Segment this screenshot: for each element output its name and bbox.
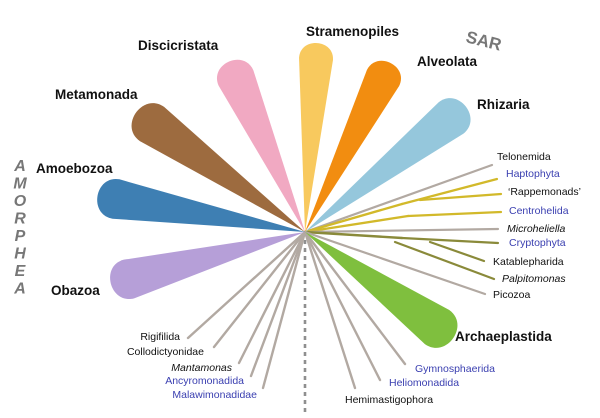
branch-gymnosphaerida	[303, 230, 407, 366]
wedge-label-metamonada: Metamonada	[55, 87, 138, 102]
branch-label-palpitomonas: Palpitomonas	[502, 273, 566, 285]
branch-label-heliomonadida: Heliomonadida	[389, 377, 459, 389]
branch-cryptista-stem	[303, 230, 404, 240]
branch-mantamonas	[237, 230, 307, 365]
branch-label-collodictyonidae: Collodictyonidae	[127, 346, 204, 358]
branch-label-haptophyta: Haptophyta	[506, 168, 560, 180]
branch-hemimastigophora	[303, 230, 357, 390]
branch-label-rappemonads: ‘Rappemonads’	[508, 186, 581, 198]
wedge-label-rhizaria: Rhizaria	[477, 97, 530, 112]
wedge-archaeplastida	[305, 232, 458, 348]
wedge-label-discicristata: Discicristata	[138, 38, 219, 53]
wedge-label-alveolata: Alveolata	[417, 54, 478, 69]
clade-wedges-layer	[97, 43, 471, 348]
wedge-alveolata	[305, 60, 402, 233]
labels-layer: SAR Discicristata StramenopilesAlveolataR…	[36, 24, 581, 406]
amorphea-letter: H	[14, 246, 26, 263]
branch-label-katablepharida: Katablepharida	[493, 256, 564, 268]
amorphea-letter: A	[13, 281, 26, 298]
branch-heliomonadida	[303, 230, 382, 382]
branch-picozoa	[303, 230, 487, 296]
wedge-label-archaeplastida: Archaeplastida	[455, 329, 552, 344]
branch-katablepharida	[428, 240, 486, 263]
branch-label-picozoa: Picozoa	[493, 289, 531, 301]
amorphea-letter: O	[14, 193, 27, 210]
branch-label-centrohelida: Centrohelida	[509, 205, 569, 217]
branch-telonemida	[303, 163, 494, 234]
branch-label-gymnosphaerida: Gymnosphaerida	[415, 363, 495, 375]
wedge-obazoa	[110, 232, 305, 300]
branch-label-telonemida: Telonemida	[497, 151, 551, 163]
amorphea-letter: M	[13, 176, 27, 193]
branch-label-mantamonas: Mantamonas	[171, 362, 232, 374]
branch-ancyromonadida	[249, 230, 307, 378]
branch-label-ancyromonadida: Ancyromonadida	[165, 375, 244, 387]
wedge-label-obazoa: Obazoa	[51, 283, 100, 298]
branch-microheliella	[303, 227, 500, 234]
wedge-amoebozoa	[97, 178, 305, 232]
branch-haptista-stem	[303, 202, 404, 234]
branch-lines-layer	[186, 163, 503, 414]
branch-rappemonads	[418, 192, 503, 202]
amorphea-letter: E	[15, 263, 27, 280]
branch-collodictyonidae	[212, 230, 307, 349]
wedge-label-amoebozoa: Amoebozoa	[36, 161, 113, 176]
branch-haptophyta	[400, 177, 499, 206]
branch-rigifilida	[186, 230, 307, 340]
amorphea-letter: P	[15, 228, 26, 245]
wedge-discicristata	[216, 59, 305, 233]
sar-supergroup-label: SAR	[464, 27, 503, 54]
amorphea-letter: R	[14, 211, 26, 228]
branch-label-hemimastigophora: Hemimastigophora	[345, 394, 433, 406]
branch-label-malawimonadidae: Malawimonadidae	[172, 389, 257, 401]
branch-centrohelid-stem	[303, 214, 410, 234]
amorphea-letter: A	[13, 158, 26, 175]
branch-label-microheliella: Microheliella	[507, 223, 566, 235]
wedge-metamonada	[131, 103, 305, 232]
branch-cryptophyta	[400, 236, 500, 245]
wedge-rhizaria	[305, 98, 471, 232]
branch-palpitomonas	[393, 240, 496, 281]
branch-label-cryptophyta: Cryptophyta	[509, 237, 566, 249]
branch-malawimonadidae	[261, 230, 307, 390]
branch-label-rigifilida: Rigifilida	[140, 331, 180, 343]
branch-centrohelida	[406, 210, 503, 218]
wedge-label-stramenopiles: Stramenopiles	[306, 24, 399, 39]
wedge-stramenopiles	[299, 43, 334, 233]
